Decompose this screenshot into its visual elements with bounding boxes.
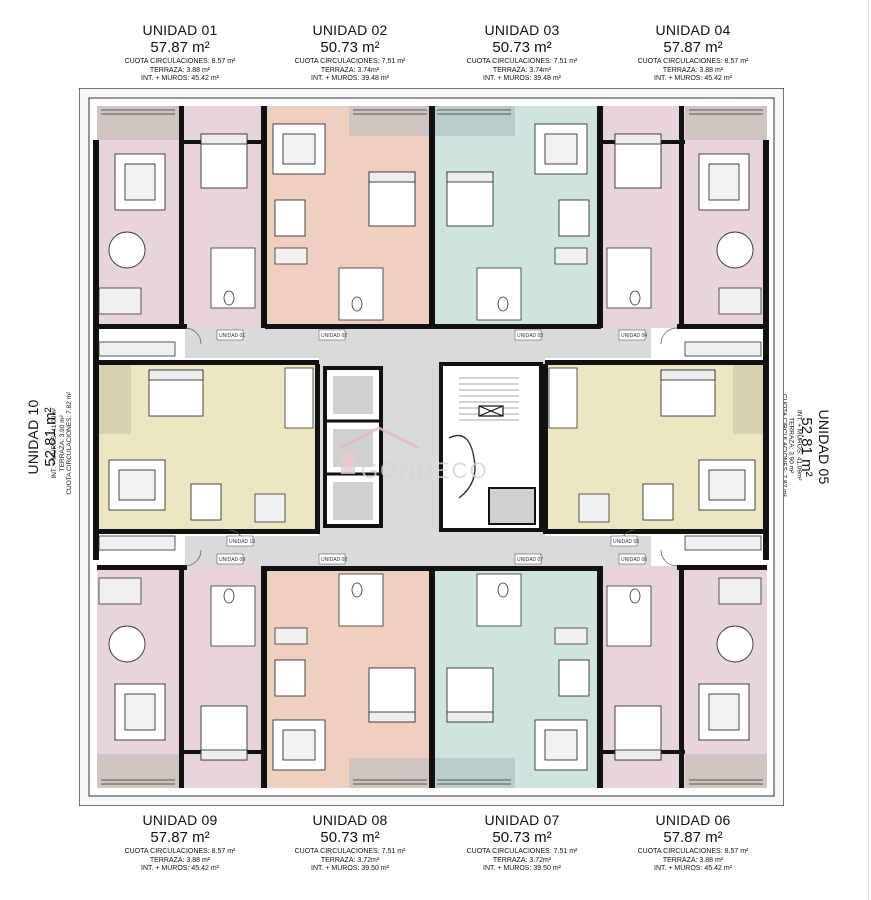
unit-name: UNIDAD 08: [312, 812, 388, 828]
unit-label-06: UNIDAD 06 57.87 m² CUOTA CIRCULACIONES: …: [613, 812, 773, 874]
unit-interior: INT. + MUROS: 39.50 m²: [311, 865, 389, 872]
structural-walls: [93, 106, 769, 788]
unit-area: 50.73 m²: [320, 829, 380, 846]
unit-terraza: TERRAZA: 3.88 m²: [662, 66, 724, 74]
unit-terraza: TERRAZA: 3.74m²: [320, 66, 380, 74]
unit-area: 50.73 m²: [492, 39, 552, 56]
unit-interior: INT. + MUROS: 45.42 m²: [141, 865, 219, 872]
corridor-north: [185, 328, 651, 358]
unit-cuota: CUOTA CIRCULACIONES: 8.57 m²: [637, 58, 749, 65]
unit-name: UNIDAD 10: [25, 399, 41, 475]
door-tag-07: UNIDAD 07: [517, 557, 543, 563]
terrace-unit-06: [685, 754, 767, 788]
unit-area: 57.87 m²: [663, 39, 723, 56]
floor-plan-svg: UNIDAD 01 UNIDAD 02 UNIDAD 03 UNIDAD 04 …: [79, 88, 784, 806]
sofas: [108, 123, 756, 771]
unit-cuota: CUOTA CIRCULACIONES: 7.51 m²: [294, 848, 406, 855]
unit-name: UNIDAD 06: [655, 812, 731, 828]
unit-terraza: TERRAZA: 3.88 m²: [149, 66, 211, 74]
unit-interior: INT. + MUROS: 45.42 m²: [654, 75, 732, 82]
unit-terraza: TERRAZA: 3.74m²: [492, 66, 552, 74]
unit-label-01: UNIDAD 01 57.87 m² CUOTA CIRCULACIONES: …: [100, 22, 260, 84]
beds: [148, 133, 716, 761]
unit-label-03: UNIDAD 03 50.73 m² CUOTA CIRCULACIONES: …: [442, 22, 602, 84]
terrace-unit-05: [733, 364, 767, 434]
door-tag-05: UNIDAD 05: [613, 539, 639, 545]
bathrooms: [210, 247, 652, 647]
unit-terraza: TERRAZA: 3.88 m²: [662, 856, 724, 864]
unit-area: 50.73 m²: [320, 39, 380, 56]
unit-label-10-details: INT. + MUROS: 41.09m² TERRAZA: 3.90 m² C…: [49, 363, 74, 523]
unit-name: UNIDAD 04: [655, 22, 731, 38]
unit-area: 50.73 m²: [492, 829, 552, 846]
unit-terraza: TERRAZA: 3.90 m²: [58, 415, 66, 472]
unit-interior: INT. + MUROS: 39.50 m²: [483, 865, 561, 872]
terrace-unit-02: [349, 106, 431, 136]
unit-cuota: CUOTA CIRCULACIONES: 7.51 m²: [466, 58, 578, 65]
corridor-south: [185, 536, 651, 566]
terrace-unit-03: [433, 106, 515, 136]
door-tag-09: UNIDAD 09: [219, 557, 245, 563]
unit-area: 57.87 m²: [663, 829, 723, 846]
unit-label-04: UNIDAD 04 57.87 m² CUOTA CIRCULACIONES: …: [613, 22, 773, 84]
door-tag-06: UNIDAD 06: [621, 557, 647, 563]
kitchen-counters: [98, 247, 762, 645]
terrace-unit-01: [97, 106, 179, 140]
door-tag-03: UNIDAD 03: [517, 333, 543, 339]
unit-interior: INT. + MUROS: 45.42 m²: [654, 865, 732, 872]
door-tag-04: UNIDAD 04: [621, 333, 647, 339]
unit-name: UNIDAD 09: [142, 812, 218, 828]
unit-terraza: TERRAZA: 3.72m²: [320, 856, 380, 864]
unit-interior: INT. + MUROS: 39.48 m²: [311, 75, 389, 82]
unit-label-09: UNIDAD 09 57.87 m² CUOTA CIRCULACIONES: …: [100, 812, 260, 874]
terrace-unit-07: [433, 758, 515, 788]
unit-terraza: TERRAZA: 3.72m²: [492, 856, 552, 864]
unit-label-08: UNIDAD 08 50.73 m² CUOTA CIRCULACIONES: …: [270, 812, 430, 874]
terrace-railings: [101, 109, 763, 785]
unit-cuota: CUOTA CIRCULACIONES: 7.51 m²: [466, 848, 578, 855]
unit-label-07: UNIDAD 07 50.73 m² CUOTA CIRCULACIONES: …: [442, 812, 602, 874]
unit-terraza: TERRAZA: 3.88 m²: [149, 856, 211, 864]
page-edge-line: [868, 0, 869, 900]
unit-label-02: UNIDAD 02 50.73 m² CUOTA CIRCULACIONES: …: [270, 22, 430, 84]
unit-interior: INT. + MUROS: 41.09m²: [795, 409, 803, 481]
watermark-text: GONDECO: [361, 458, 489, 483]
unit-cuota: CUOTA CIRCULACIONES: 8.57 m²: [124, 848, 236, 855]
unit-cuota: CUOTA CIRCULACIONES: 8.57 m²: [124, 58, 236, 65]
unit-interior: INT. + MUROS: 41.09m²: [50, 407, 58, 479]
unit-name: UNIDAD 03: [484, 22, 560, 38]
unit-name: UNIDAD 07: [484, 812, 560, 828]
terrace-unit-04: [685, 106, 767, 140]
terrace-unit-10: [97, 364, 131, 434]
door-tag-10: UNIDAD 10: [229, 539, 255, 545]
unit-cuota: CUOTA CIRCULACIONES: 8.57 m²: [637, 848, 749, 855]
unit-name: UNIDAD 02: [312, 22, 388, 38]
unit-area: 57.87 m²: [150, 829, 210, 846]
dining-tables: [108, 199, 754, 697]
unit-terraza: TERRAZA: 3.90 m²: [787, 417, 795, 474]
unit-name: UNIDAD 05: [816, 409, 832, 485]
floor-plan: UNIDAD 01 UNIDAD 02 UNIDAD 03 UNIDAD 04 …: [79, 88, 784, 806]
terrace-unit-09: [97, 754, 179, 788]
unit-name: UNIDAD 01: [142, 22, 218, 38]
unit-interior: INT. + MUROS: 39.48 m²: [483, 75, 561, 82]
watermark-logo: GONDECO: [338, 426, 489, 483]
unit-area: 57.87 m²: [150, 39, 210, 56]
door-tag-02: UNIDAD 02: [321, 333, 347, 339]
unit-interior: INT. + MUROS: 45.42 m²: [141, 75, 219, 82]
door-tag-08: UNIDAD 08: [321, 557, 347, 563]
terrace-unit-08: [349, 758, 431, 788]
unit-cuota: CUOTA CIRCULACIONES: 7.82 m²: [65, 391, 73, 495]
unit-cuota: CUOTA CIRCULACIONES: 7.51 m²: [294, 58, 406, 65]
door-tag-01: UNIDAD 01: [219, 333, 245, 339]
door-tags: [216, 329, 646, 565]
